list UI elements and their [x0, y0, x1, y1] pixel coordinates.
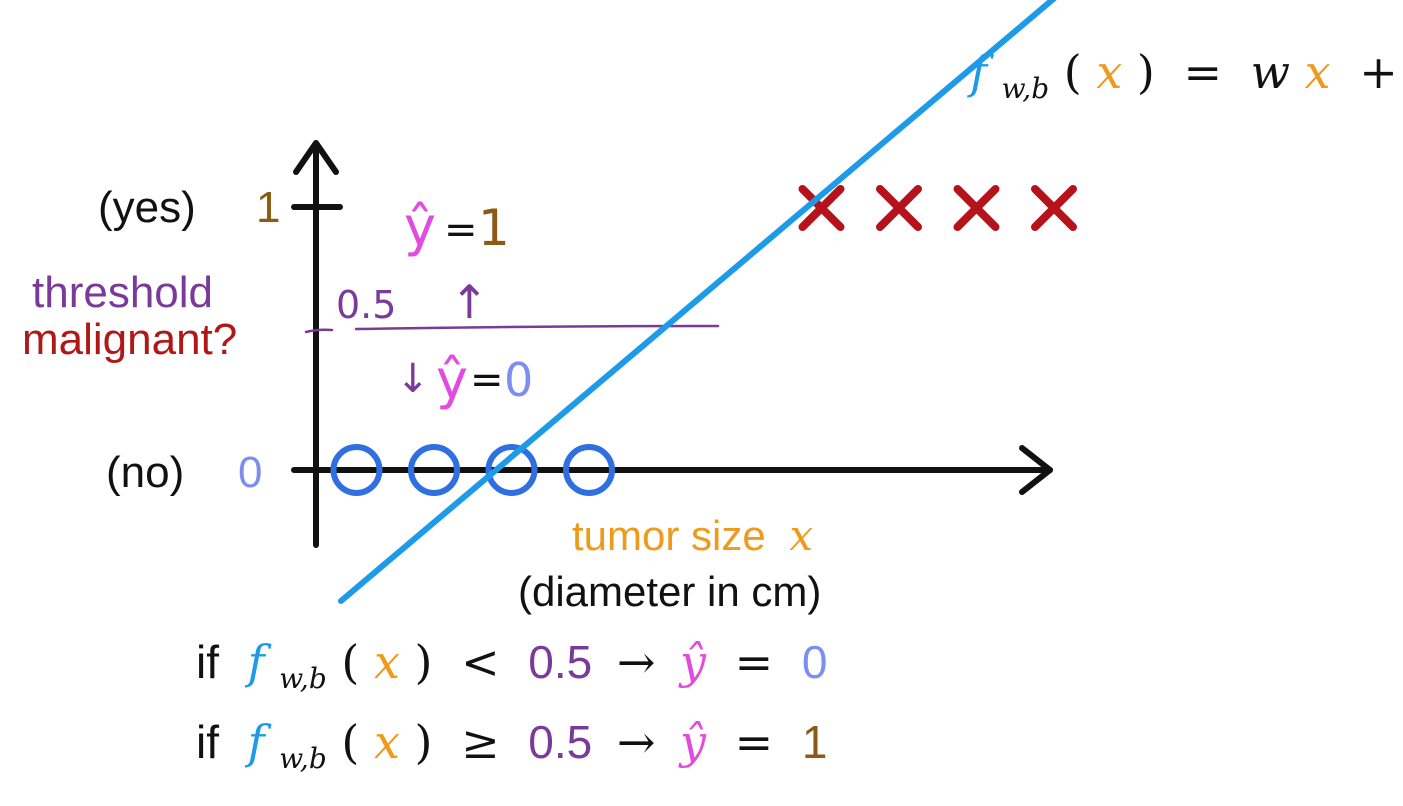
rule-0-result: 0 [802, 636, 828, 688]
formula-plus: + [1359, 45, 1398, 99]
rule-1-yhat: ŷ [678, 715, 707, 769]
threshold-value: 0.5 [336, 283, 396, 327]
x-axis-arrowhead [1019, 445, 1053, 495]
formula-x: x [1096, 45, 1122, 99]
data-points [330, 185, 1077, 496]
rule-0-yhat: ŷ [678, 635, 707, 689]
yhat-zero-value: 0 [504, 353, 533, 407]
benign-point-0 [330, 444, 383, 496]
x-axis-labels: tumor size x (diameter in cm) [518, 511, 821, 615]
rule-0-x: x [374, 635, 400, 689]
formula-equals: = [1183, 45, 1222, 99]
rule-0-equals: = [735, 635, 774, 689]
yhat-zero-symbol: ŷ [436, 348, 468, 411]
yes-value: 1 [256, 183, 280, 232]
yhat-one-value: 1 [478, 199, 510, 257]
malignant-point-0 [798, 185, 845, 231]
rule-0-subscript: w,b [279, 662, 326, 695]
malignant-label: malignant? [22, 315, 237, 364]
rule-row-1: if f w,b ( x ) ≥ 0.5 → ŷ = 1 [196, 715, 827, 779]
benign-point-3 [563, 444, 615, 496]
threshold-label: threshold [32, 268, 213, 317]
rule-0-comparator: < [461, 635, 500, 689]
rule-1-close-paren: ) [415, 715, 433, 769]
x-label-var: x [789, 511, 813, 560]
formula-f: f [967, 45, 994, 99]
formula-w: w [1251, 45, 1290, 99]
rule-1-equals: = [735, 715, 774, 769]
rule-1-comparator: ≥ [461, 715, 500, 769]
malignant-point-2 [953, 185, 1000, 231]
formula-x2: x [1305, 45, 1331, 99]
rule-1-threshold: 0.5 [528, 716, 592, 768]
x-label-main: tumor size x [572, 511, 813, 560]
yes-label: (yes) [98, 183, 196, 232]
decision-rules: if f w,b ( x ) < 0.5 → ŷ = 0 if f w,b ( … [196, 635, 827, 779]
rule-1-arrow: → [617, 715, 656, 769]
fit-line-group [338, 0, 1057, 604]
rule-0-if: if [196, 636, 219, 688]
fit-line [338, 0, 1057, 604]
y-axis-arrowhead [293, 140, 339, 175]
malignant-point-3 [1031, 185, 1077, 231]
rule-0-f: f [245, 635, 272, 689]
no-label: (no) [106, 448, 184, 497]
threshold-tick [304, 328, 334, 334]
down-arrow: ↓ [396, 356, 430, 402]
formula-top: f w,b ( x ) = w x + b [967, 45, 1403, 109]
up-arrow: ↑ [450, 275, 489, 329]
formula-subscript: w,b [1002, 72, 1049, 105]
benign-point-2 [485, 444, 538, 496]
formula-open-paren: ( [1064, 45, 1082, 99]
rule-1-open-paren: ( [341, 715, 359, 769]
y-axis-labels: (yes) 1 threshold malignant? (no) 0 [22, 183, 280, 497]
axes [291, 140, 1053, 548]
rule-1-subscript: w,b [279, 742, 326, 775]
malignant-point-1 [876, 185, 922, 231]
rule-0-threshold: 0.5 [528, 636, 592, 688]
formula-close-paren: ) [1137, 45, 1155, 99]
rule-row-0: if f w,b ( x ) < 0.5 → ŷ = 0 [196, 635, 827, 699]
no-value: 0 [238, 448, 262, 497]
rule-1-x: x [374, 715, 400, 769]
rule-1-if: if [196, 716, 219, 768]
yhat-one-equals: = [444, 207, 478, 253]
rule-0-close-paren: ) [415, 635, 433, 689]
benign-point-1 [408, 444, 460, 496]
rule-0-open-paren: ( [341, 635, 359, 689]
yhat-one-symbol: ŷ [404, 195, 436, 258]
x-label-sub: (diameter in cm) [518, 568, 821, 615]
handwritten-annotations: 0.5 ŷ = 1 ↑ ↓ ŷ = 0 [336, 195, 533, 411]
rule-1-result: 1 [802, 716, 828, 768]
rule-1-f: f [245, 715, 272, 769]
yhat-zero-equals: = [470, 357, 504, 403]
x-label-text: tumor size [572, 512, 766, 559]
rule-0-arrow: → [617, 635, 656, 689]
